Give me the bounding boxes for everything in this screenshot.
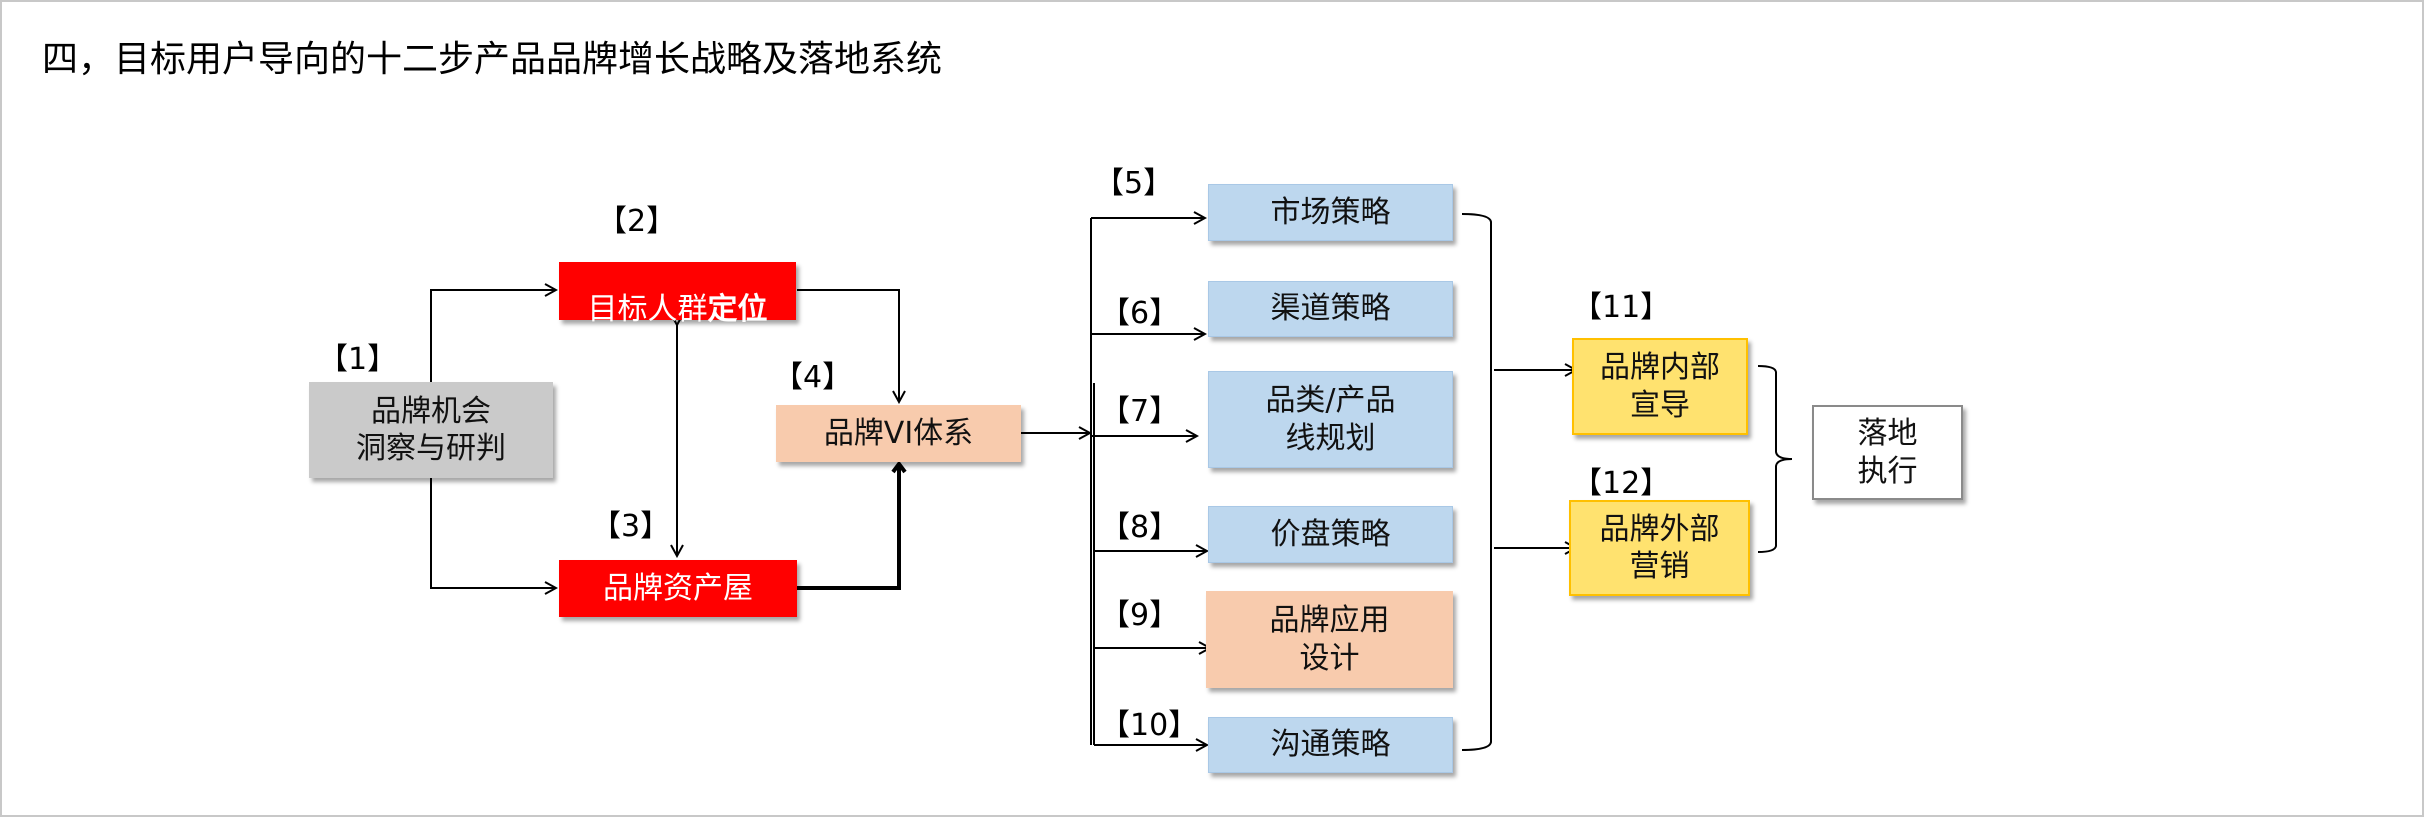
step-box-external-brand-marketing[interactable]: 品牌外部 营销 <box>1569 500 1750 596</box>
step-box-category-product-line[interactable]: 品类/产品 线规划 <box>1208 371 1453 468</box>
step-label: 品牌VI体系 <box>823 415 974 451</box>
step-box-market-strategy[interactable]: 市场策略 <box>1208 184 1453 241</box>
step-tag-2: 【2】 <box>597 204 677 239</box>
step-box-brand-opportunity[interactable]: 品牌机会 洞察与研判 <box>309 382 553 478</box>
step-tag-8: 【8】 <box>1100 510 1180 545</box>
connector-2-to-4 <box>797 289 899 402</box>
step-tag-5: 【5】 <box>1094 166 1174 201</box>
final-label: 落地 执行 <box>1857 416 1918 489</box>
step-box-internal-brand-promotion[interactable]: 品牌内部 宣导 <box>1572 338 1748 435</box>
step-label: 品牌机会 洞察与研判 <box>356 393 506 467</box>
step-label: 目标人群定位 <box>588 254 768 329</box>
connector-3-to-4 <box>797 460 907 590</box>
connector-1-to-2 <box>430 290 556 382</box>
step-label: 品牌内部 宣导 <box>1600 350 1720 423</box>
step-tag-12: 【12】 <box>1572 466 1671 501</box>
step-label: 品牌应用 设计 <box>1269 603 1390 676</box>
step-tag-3: 【3】 <box>591 509 671 544</box>
step-label: 市场策略 <box>1270 194 1391 230</box>
step-tag-7: 【7】 <box>1100 394 1180 429</box>
step-box-brand-application-design[interactable]: 品牌应用 设计 <box>1206 591 1453 688</box>
step-label: 沟通策略 <box>1270 727 1391 763</box>
step-label-bold: 定位 <box>707 292 768 327</box>
step-box-channel-strategy[interactable]: 渠道策略 <box>1208 281 1453 337</box>
step-label: 价盘策略 <box>1270 516 1391 552</box>
step-tag-11: 【11】 <box>1572 290 1671 325</box>
step-box-brand-vi-system[interactable]: 品牌VI体系 <box>776 405 1021 462</box>
step-box-brand-asset-house[interactable]: 品牌资产屋 <box>559 560 797 617</box>
step-box-target-positioning[interactable]: 目标人群定位 <box>559 262 796 327</box>
step-box-pricing-strategy[interactable]: 价盘策略 <box>1208 506 1453 563</box>
bracket-strategies <box>1461 213 1492 751</box>
step-tag-1: 【1】 <box>318 342 398 377</box>
step-label-plain: 目标人群 <box>587 292 708 327</box>
step-tag-6: 【6】 <box>1100 296 1180 331</box>
step-label: 渠道策略 <box>1270 291 1391 327</box>
step-tag-10: 【10】 <box>1100 708 1199 743</box>
bracket-to-final <box>1757 365 1793 553</box>
step-label: 品牌资产屋 <box>603 570 753 606</box>
final-box-implementation[interactable]: 落地 执行 <box>1812 405 1963 500</box>
step-tag-9: 【9】 <box>1100 598 1180 633</box>
step-label: 品类/产品 线规划 <box>1265 383 1396 456</box>
step-tag-4: 【4】 <box>773 360 853 395</box>
connector-1-to-3 <box>430 478 556 588</box>
step-label: 品牌外部 营销 <box>1599 511 1720 585</box>
page-title: 四，目标用户导向的十二步产品品牌增长战略及落地系统 <box>42 39 943 80</box>
step-box-communication-strategy[interactable]: 沟通策略 <box>1208 717 1453 773</box>
